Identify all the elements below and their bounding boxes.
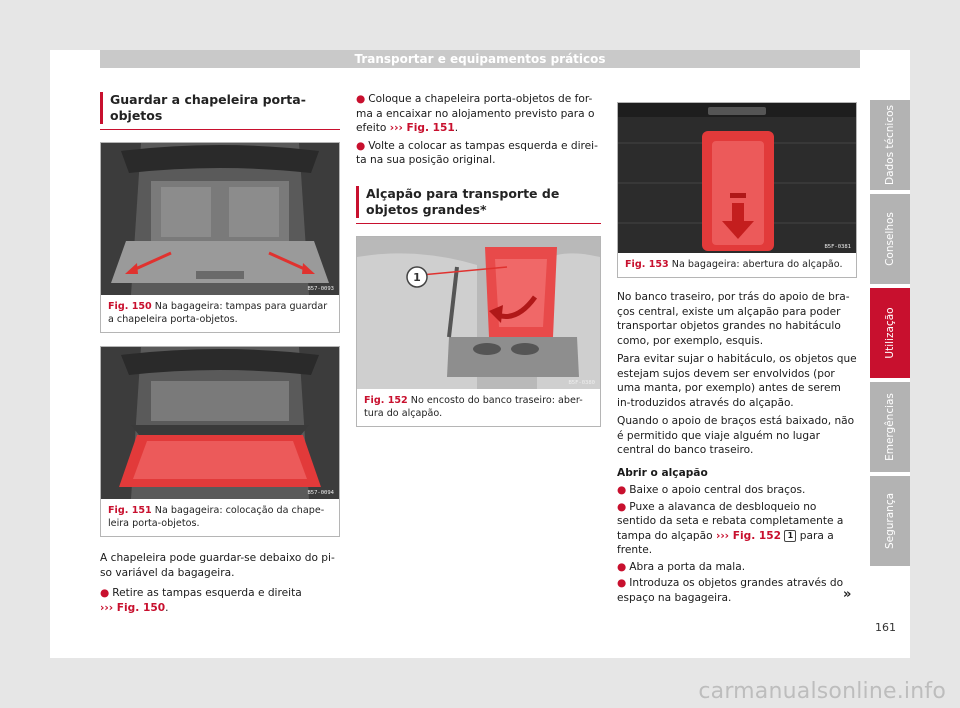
manual-page: Transportar e equipamentos práticos Guar… bbox=[50, 50, 910, 658]
figure-code: B57-0094 bbox=[307, 490, 335, 496]
figure-152-image: 1 B5F-0380 bbox=[357, 236, 600, 389]
figure-reference-link[interactable]: ››› Fig. 152 bbox=[715, 529, 782, 542]
paragraph: No banco traseiro, por trás do apoio de … bbox=[617, 291, 850, 347]
section-title-alcapao: Alçapão para transporte de objetos grand… bbox=[356, 185, 601, 218]
chapter-header: Transportar e equipamentos práticos bbox=[100, 50, 860, 68]
figure-150: B57-0093 Fig. 150 Na bagageira: tampas p… bbox=[100, 142, 340, 333]
bullet-icon: ● bbox=[617, 560, 627, 573]
tab-conselhos[interactable]: Conselhos bbox=[870, 194, 910, 284]
caption-text: Na bagageira: colocação da chape-leira p… bbox=[108, 505, 325, 529]
figure-151: B57-0094 Fig. 151 Na bagageira: colocaçã… bbox=[100, 346, 340, 537]
figure-151-caption: Fig. 151 Na bagageira: colocação da chap… bbox=[101, 499, 339, 536]
bullet-item: ●Coloque a chapeleira porta-objetos de f… bbox=[356, 93, 595, 134]
subheading: Abrir o alçapão bbox=[617, 466, 708, 479]
figure-150-image: B57-0093 bbox=[101, 143, 339, 295]
column-middle: ●Coloque a chapeleira porta-objetos de f… bbox=[356, 92, 601, 427]
tab-dados-tecnicos[interactable]: Dados técnicos bbox=[870, 100, 910, 190]
figure-151-image: B57-0094 bbox=[101, 347, 339, 499]
caption-text: Na bagageira: tampas para guardar a chap… bbox=[108, 301, 328, 325]
callout-badge: 1 bbox=[784, 529, 797, 542]
paragraph: A chapeleira pode guardar-se debaixo do … bbox=[100, 552, 335, 579]
figure-150-caption: Fig. 150 Na bagageira: tampas para guard… bbox=[101, 295, 339, 332]
bullet-item: ●Retire as tampas esquerda e direita ›››… bbox=[100, 587, 302, 614]
column-right: B5F-0381 Fig. 153 Na bagageira: abertura… bbox=[617, 102, 857, 605]
section-rule bbox=[356, 222, 601, 224]
bullet-item: ●Baixe o apoio central dos braços. bbox=[617, 484, 806, 496]
column-left: Guardar a chapeleira porta-objetos bbox=[100, 92, 340, 615]
caption-text: No encosto do banco traseiro: aber-tura … bbox=[364, 394, 583, 419]
bullet-icon: ● bbox=[100, 587, 110, 599]
figure-reference-link[interactable]: ››› Fig. 151 bbox=[389, 122, 455, 134]
bullet-icon: ● bbox=[356, 139, 366, 152]
figure-code: B5F-0380 bbox=[568, 379, 596, 386]
paragraph: Quando o apoio de braços está baixado, n… bbox=[617, 415, 855, 456]
trunk-hatch-illustration bbox=[618, 103, 856, 253]
tab-utilizacao[interactable]: Utilização bbox=[870, 288, 910, 378]
rear-seat-hatch-illustration: 1 bbox=[357, 236, 600, 389]
paragraph: Para evitar sujar o habitáculo, os objet… bbox=[617, 353, 857, 409]
bullet-item: ●Introduza os objetos grandes através do… bbox=[617, 577, 844, 604]
figure-label: Fig. 151 bbox=[108, 505, 152, 516]
figure-label: Fig. 150 bbox=[108, 301, 152, 312]
continuation-icon: » bbox=[843, 587, 852, 602]
figure-code: B5F-0381 bbox=[824, 244, 852, 250]
figure-code: B57-0093 bbox=[307, 286, 335, 292]
bullet-item: ●Volte a colocar as tampas esquerda e di… bbox=[356, 139, 598, 167]
trunk-covers-illustration bbox=[101, 143, 339, 295]
callout-1: 1 bbox=[413, 271, 421, 284]
figure-153-caption: Fig. 153 Na bagageira: abertura do alçap… bbox=[618, 253, 856, 277]
bullet-item: ●Abra a porta da mala. bbox=[617, 560, 746, 573]
figure-reference-link[interactable]: ››› Fig. 150 bbox=[100, 601, 166, 614]
bullet-icon: ● bbox=[617, 577, 627, 589]
figure-152: 1 B5F-0380 Fig. 152 No encosto do banco … bbox=[356, 235, 601, 427]
figure-152-caption: Fig. 152 No encosto do banco traseiro: a… bbox=[357, 389, 600, 426]
caption-text: Na bagageira: abertura do alçapão. bbox=[671, 259, 843, 270]
watermark: carmanualsonline.info bbox=[698, 679, 946, 704]
bullet-icon: ● bbox=[617, 500, 627, 513]
figure-153: B5F-0381 Fig. 153 Na bagageira: abertura… bbox=[617, 102, 857, 278]
shelf-placement-illustration bbox=[101, 347, 339, 499]
tab-emergencias[interactable]: Emergências bbox=[870, 382, 910, 472]
figure-label: Fig. 152 bbox=[364, 394, 408, 406]
chapter-tabs: Dados técnicos Conselhos Utilização Emer… bbox=[870, 100, 910, 570]
bullet-item: ●Puxe a alavanca de desbloqueio no senti… bbox=[617, 500, 844, 557]
section-title-chapeleira: Guardar a chapeleira porta-objetos bbox=[100, 92, 340, 124]
figure-label: Fig. 153 bbox=[625, 259, 669, 270]
section-rule bbox=[100, 129, 340, 130]
page-number: 161 bbox=[875, 621, 896, 634]
bullet-icon: ● bbox=[356, 93, 366, 105]
bullet-icon: ● bbox=[617, 484, 627, 496]
tab-seguranca[interactable]: Segurança bbox=[870, 476, 910, 566]
figure-153-image: B5F-0381 bbox=[618, 103, 856, 253]
